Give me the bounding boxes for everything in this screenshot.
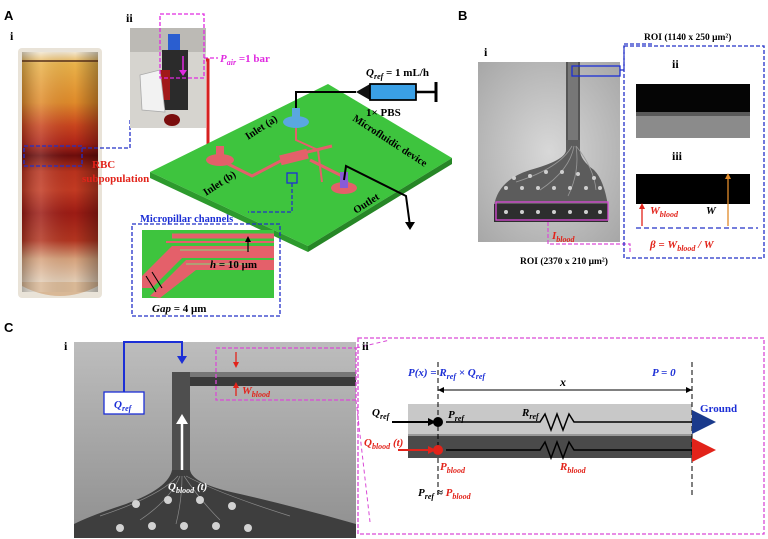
qref-box [103,391,145,415]
x-label: x [559,375,566,389]
subpanel-label-c-ii: ii [362,339,369,353]
pbs-tubing [295,91,356,108]
roi-top-box [571,65,621,77]
roi-top-label: ROI (1140 x 250 μm²) [644,32,731,43]
height-label: h = 10 μm [210,259,257,271]
pressure-approx: Pref ≈ Pblood [418,487,472,501]
rref-label: Rref [521,407,540,421]
pref-label-circuit: Pref [448,409,465,423]
ground-blood-triangle [692,438,716,462]
roi-binary-image [636,174,750,228]
rbc-label-line2: subpopulation [82,173,149,185]
blood-tubing [206,58,218,152]
qref-flow-label: Qref = 1 mL/h [366,67,429,81]
qref-label-c: Qref [114,399,133,413]
panel-label-a: A [4,8,14,23]
panel-label-b: B [458,8,467,23]
micropillar-label: Micropillar channels [140,214,233,225]
subpanel-label-a-ii: ii [126,11,133,25]
roi-zoom-box [623,45,765,259]
panel-label-c: C [4,320,14,335]
chip-micrograph-b [478,62,620,242]
p-zero-label: P = 0 [652,367,676,379]
rblood-resistor [446,439,692,461]
ground-ref-triangle [692,410,716,434]
roi-bottom-box [495,201,609,221]
rref-resistor [446,411,692,433]
outlet-tubing [343,164,411,227]
subpanel-label-c-i: i [64,339,68,353]
qref-flow-arrow [123,341,183,394]
roi-raw-image [636,84,750,138]
pbs-label: 1× PBS [366,107,401,119]
iblood-label: Iblood [551,230,576,244]
subpanel-label-a-i: i [10,29,14,43]
pblood-node [433,445,443,455]
rblood-label: Rblood [559,461,587,475]
circuit-channel-image [408,404,692,458]
subpanel-label-b-ii: ii [672,57,679,71]
micropillar-inset-image [142,230,274,298]
qref-label-circuit: Qref [372,407,391,421]
micropillar-inset-box [131,223,281,317]
rbc-highlight-box [23,145,83,167]
qblood-label-circuit: Qblood (t) [364,437,403,451]
gap-label: Gap = 4 μm [152,303,206,315]
roi-c-box [215,347,357,401]
beta-equation: β = Wblood / W [649,239,715,253]
centrifuge-tube-photo [18,48,102,298]
microfluidic-device-plate [150,84,452,246]
w-label-b: W [706,205,717,217]
pair-label: Pair =1 bar [220,53,270,67]
syringe-pump-icon [356,82,438,102]
rbc-label-line1: RBC [92,159,115,171]
roi-bottom-label: ROI (2370 x 210 μm²) [520,256,608,267]
pressure-equation: P(x) = Rref × Qref [408,367,486,381]
wblood-label-c: Wblood [242,385,271,399]
air-line-box [159,13,205,79]
circuit-box [357,337,765,535]
pref-node [433,417,443,427]
subpanel-label-b-i: i [484,45,488,59]
channel-micrograph-c [74,342,356,538]
wblood-label-b: Wblood [650,205,679,219]
pblood-label-circuit: Pblood [440,461,466,475]
qblood-label-c: Qblood (t) [168,481,207,495]
subpanel-label-b-iii: iii [672,149,683,163]
micropillar-region [279,148,309,166]
ground-label: Ground [700,403,737,415]
